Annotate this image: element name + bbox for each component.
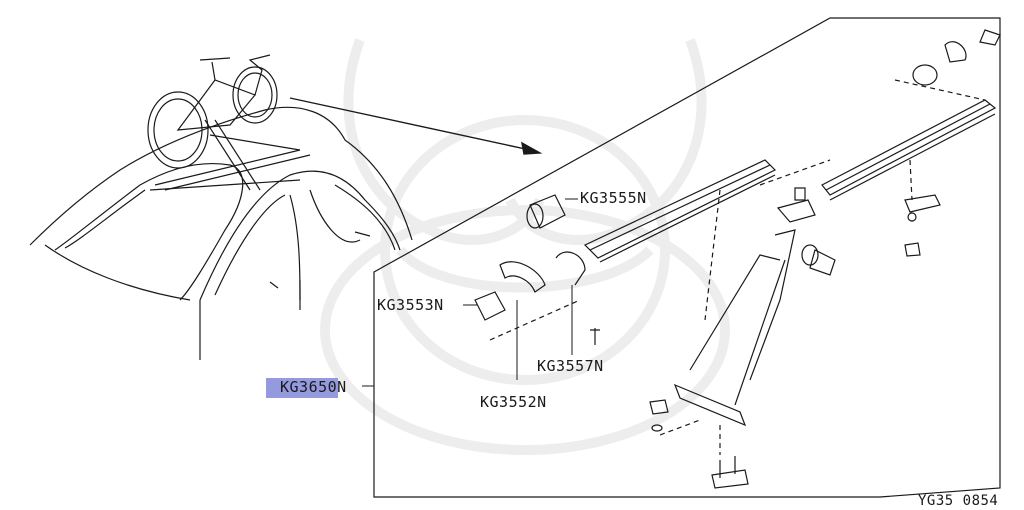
callout-arrow xyxy=(289,97,543,155)
label-kg3553n[interactable]: KG3553N xyxy=(377,296,444,314)
watermark-emblem xyxy=(320,38,730,455)
car-illustration xyxy=(29,106,413,360)
leader-lines xyxy=(362,198,578,387)
label-highlight xyxy=(266,378,338,398)
bicycle-illustration xyxy=(147,54,311,191)
label-kg3557n[interactable]: KG3557N xyxy=(537,357,604,375)
label-kg3650n[interactable]: KG3650N xyxy=(280,378,347,396)
exploded-parts xyxy=(474,29,1001,489)
figure-code: YG35 0854 xyxy=(918,493,999,509)
label-kg3555n[interactable]: KG3555N xyxy=(580,189,647,207)
label-kg3552n[interactable]: KG3552N xyxy=(480,393,547,411)
detail-panel-border xyxy=(373,17,1001,498)
